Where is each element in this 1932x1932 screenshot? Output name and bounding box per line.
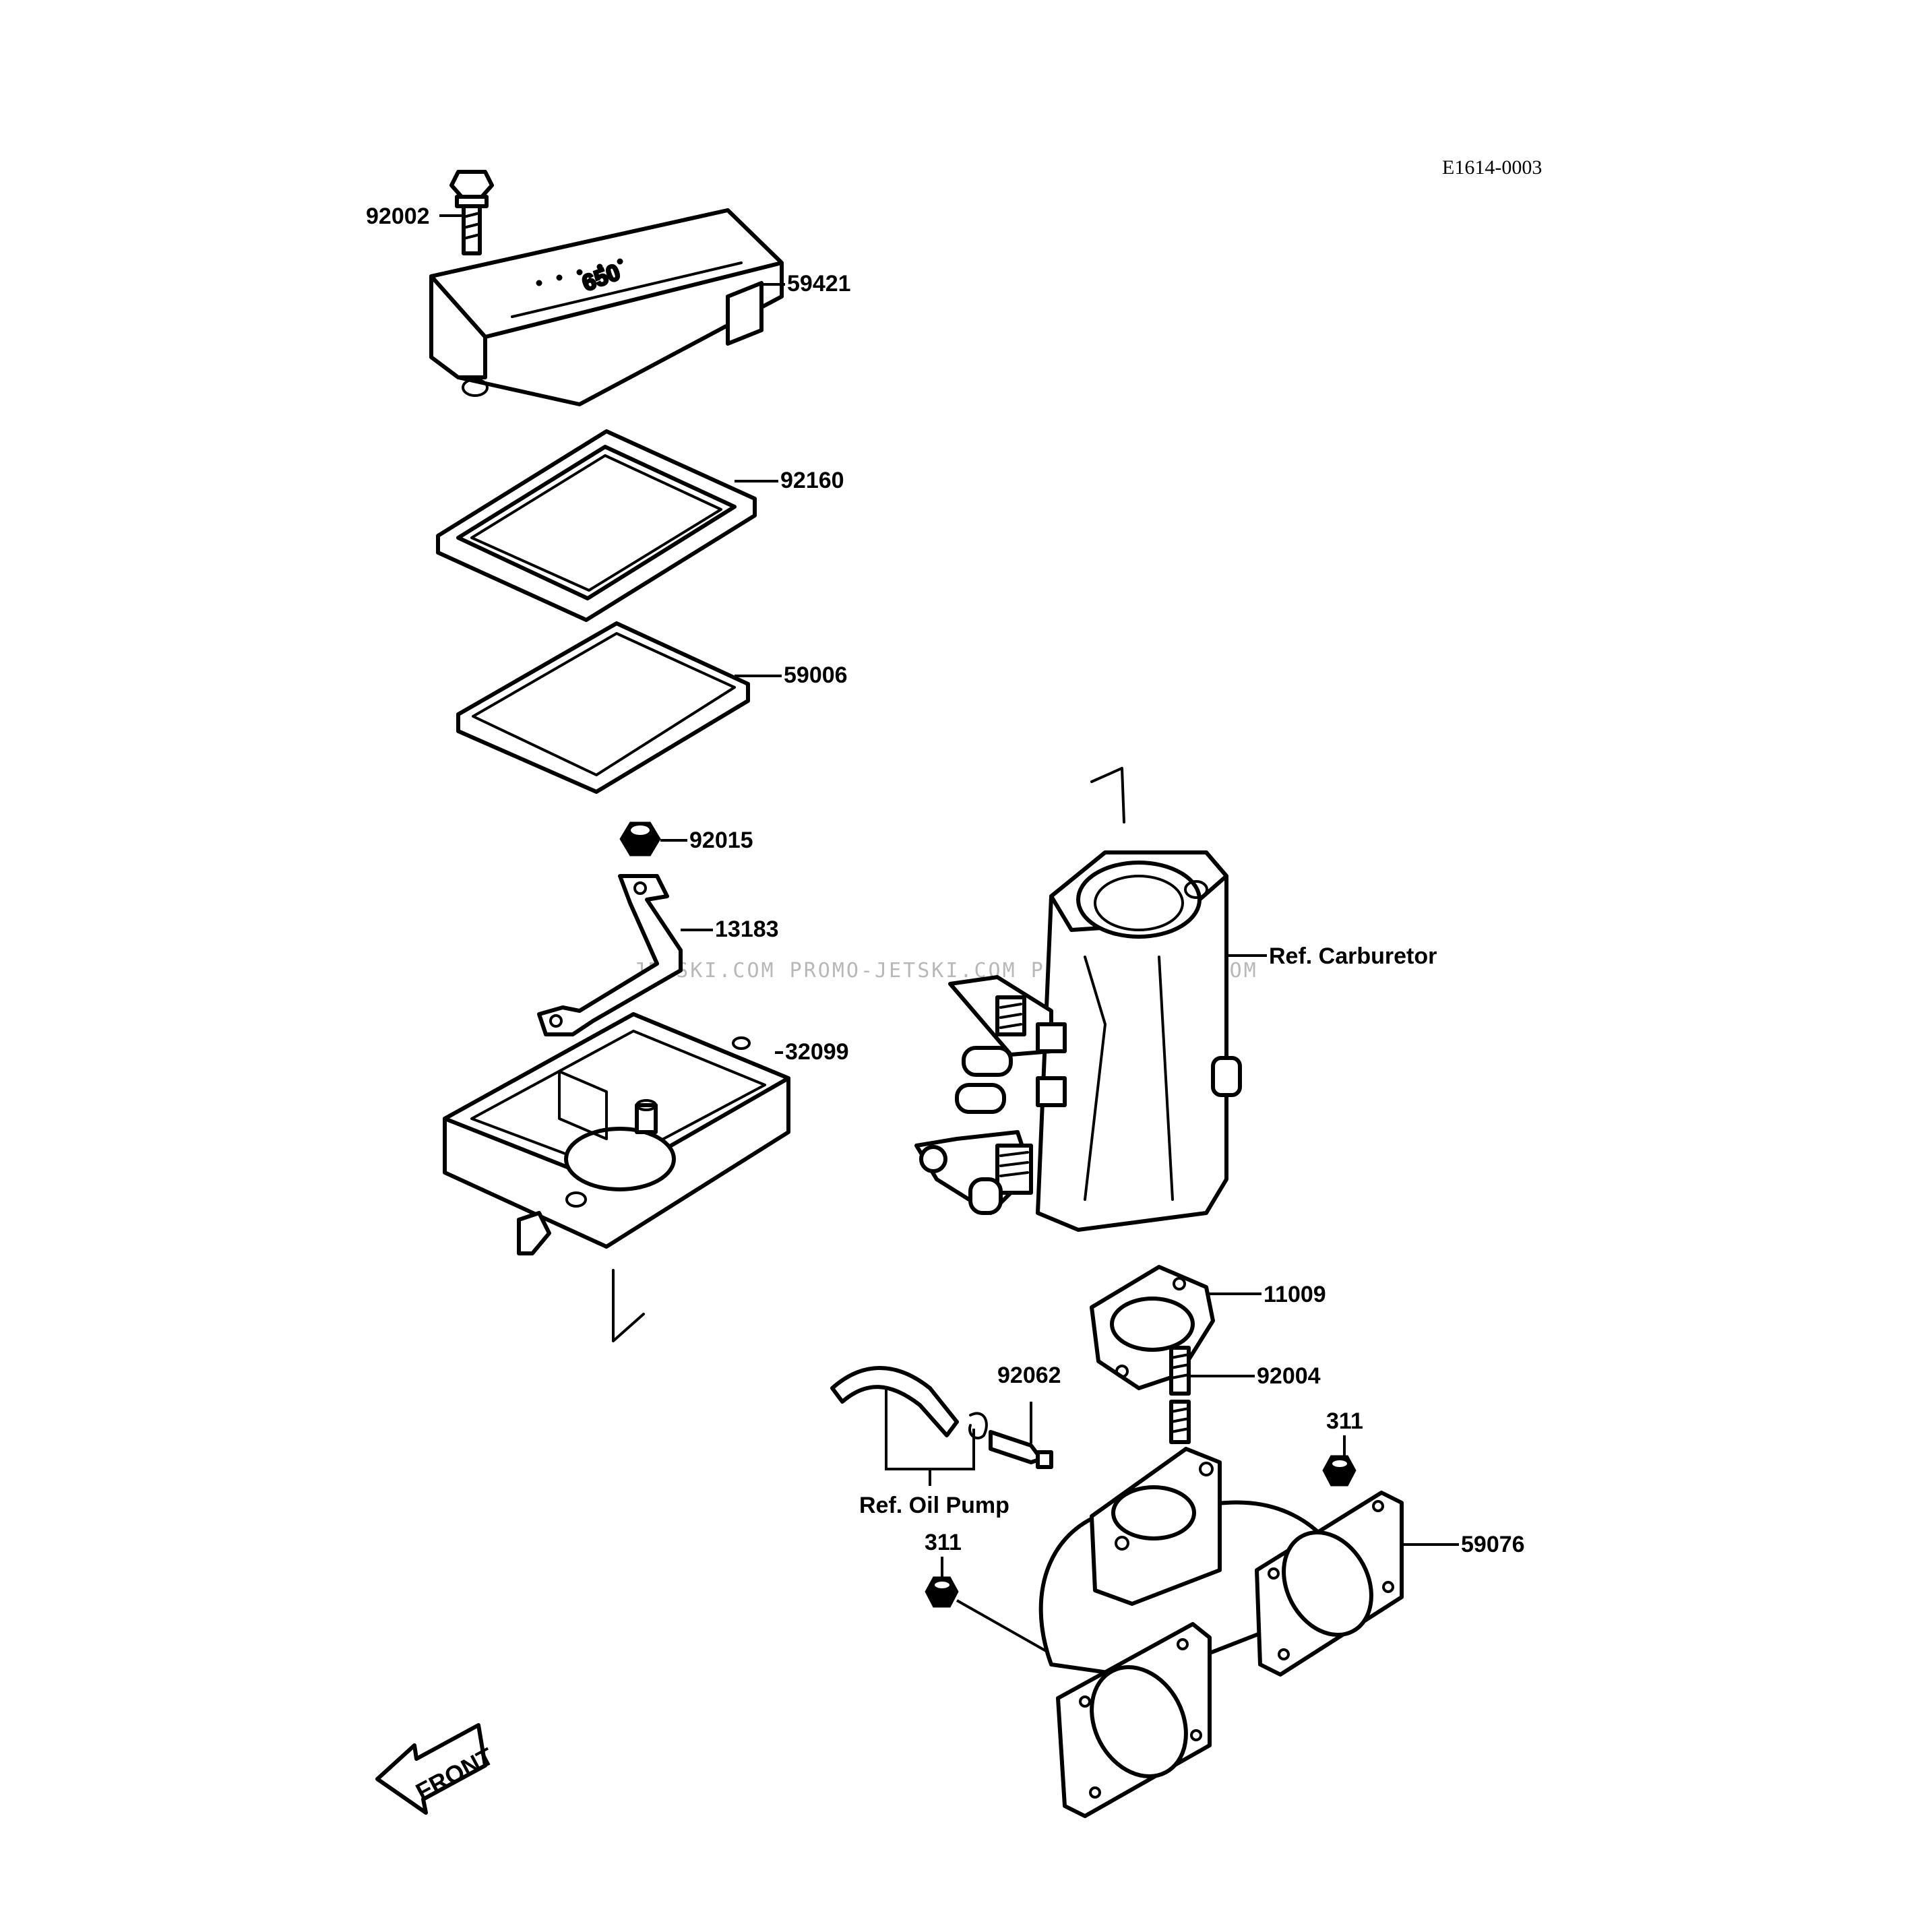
fitting-92062[interactable] [989, 1430, 1053, 1469]
label-11009[interactable]: 11009 [1264, 1282, 1326, 1307]
label-311-left[interactable]: 311 [925, 1530, 962, 1555]
filter-59006[interactable] [456, 621, 750, 794]
nut-311-left[interactable] [925, 1576, 959, 1608]
carburetor[interactable] [914, 850, 1242, 1232]
label-92004[interactable]: 92004 [1257, 1363, 1321, 1389]
label-59076[interactable]: 59076 [1461, 1532, 1525, 1557]
label-59421[interactable]: 59421 [787, 271, 851, 297]
nut-92015[interactable] [619, 821, 661, 856]
front-arrow-icon: FRONT [375, 1723, 498, 1815]
oil-pump-hose[interactable] [830, 1366, 988, 1439]
label-92015[interactable]: 92015 [689, 828, 753, 853]
alignment-mark-lower [612, 1269, 645, 1342]
label-92160[interactable]: 92160 [780, 468, 844, 493]
bolt-92002[interactable] [449, 170, 494, 255]
diagram-code: E1614-0003 [1442, 156, 1542, 179]
nut-311-right[interactable] [1322, 1455, 1357, 1487]
airbox-32099[interactable] [443, 1012, 790, 1255]
label-13183[interactable]: 13183 [715, 916, 779, 942]
leader-oil-pump [885, 1388, 975, 1486]
label-92062[interactable]: 92062 [997, 1363, 1061, 1388]
bracket-13183[interactable] [537, 874, 683, 1036]
manifold-59076[interactable] [1038, 1447, 1404, 1818]
label-92002[interactable]: 92002 [366, 204, 430, 229]
label-oil-pump[interactable]: Ref. Oil Pump [859, 1493, 1009, 1518]
cover-59421[interactable]: 650 [429, 208, 784, 406]
label-311-right[interactable]: 311 [1326, 1408, 1363, 1434]
stud-92004[interactable] [1169, 1346, 1191, 1444]
alignment-mark-upper [1090, 767, 1125, 823]
leader-311-to-manifold [956, 1599, 1059, 1659]
gasket-92160[interactable] [436, 429, 757, 622]
label-32099[interactable]: 32099 [785, 1039, 849, 1065]
gasket-11009[interactable] [1090, 1265, 1215, 1390]
label-59006[interactable]: 59006 [784, 662, 848, 688]
label-carburetor[interactable]: Ref. Carburetor [1269, 943, 1437, 969]
